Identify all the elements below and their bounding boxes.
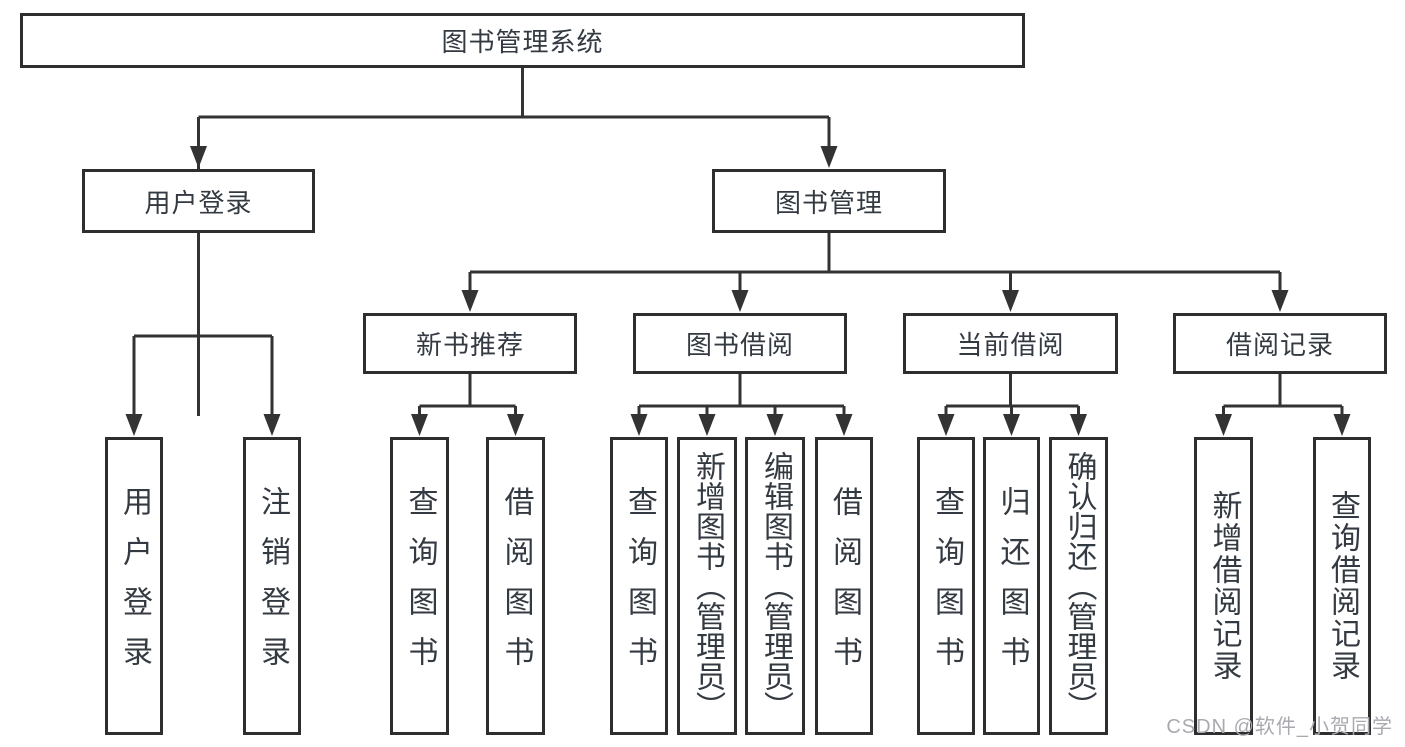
node-book-management: 图书管理 [712, 169, 946, 233]
leaf-borrow-borrow-books: 借阅图书 [815, 437, 873, 735]
node-book-management-label: 图书管理 [774, 187, 883, 218]
leaf-records-add-record: 新增借阅记录 [1194, 437, 1253, 735]
node-borrowing-records: 借阅记录 [1173, 313, 1387, 374]
leaf-logout-label: 注销登录 [256, 486, 289, 686]
leaf-records-query-record-label: 查询借阅记录 [1326, 490, 1359, 682]
node-root-label: 图书管理系统 [441, 27, 604, 57]
leaf-borrow-query-books-label: 查询图书 [623, 486, 656, 686]
node-user-login: 用户登录 [82, 169, 315, 233]
node-book-borrowing: 图书借阅 [633, 313, 847, 374]
leaf-borrow-add-books-admin: 新增图书（管理员） [677, 437, 737, 735]
leaf-current-return-books-label: 归还图书 [995, 486, 1029, 686]
leaf-borrow-edit-books-admin-label: 编辑图书（管理员） [759, 451, 792, 721]
leaf-records-add-record-label: 新增借阅记录 [1207, 490, 1241, 682]
leaf-borrow-edit-books-admin: 编辑图书（管理员） [745, 437, 805, 735]
node-current-borrowing-label: 当前借阅 [956, 330, 1065, 360]
leaf-newbook-borrow-books: 借阅图书 [486, 437, 545, 735]
leaf-current-confirm-return-admin-label: 确认归还（管理员） [1062, 451, 1096, 721]
leaf-user-login-label: 用户登录 [118, 486, 151, 686]
leaf-current-confirm-return-admin: 确认归还（管理员） [1049, 437, 1108, 735]
leaf-current-query-books-label: 查询图书 [930, 486, 963, 686]
leaf-user-login: 用户登录 [105, 437, 163, 735]
node-user-login-label: 用户登录 [144, 187, 253, 218]
watermark: CSDN @软件_小贺同学 [1166, 716, 1393, 738]
node-new-book-recommend: 新书推荐 [363, 313, 577, 374]
node-borrowing-records-label: 借阅记录 [1225, 330, 1334, 360]
leaf-borrow-borrow-books-label: 借阅图书 [828, 486, 861, 686]
node-current-borrowing: 当前借阅 [903, 313, 1118, 374]
node-book-borrowing-label: 图书借阅 [685, 330, 794, 360]
leaf-records-query-record: 查询借阅记录 [1313, 437, 1371, 735]
leaf-newbook-borrow-books-label: 借阅图书 [499, 486, 533, 686]
leaf-logout: 注销登录 [243, 437, 301, 735]
arrowheads [125, 146, 1351, 436]
leaf-borrow-add-books-admin-label: 新增图书（管理员） [691, 451, 724, 721]
leaf-newbook-query-books-label: 查询图书 [403, 486, 437, 686]
leaf-borrow-query-books: 查询图书 [610, 437, 668, 735]
leaf-newbook-query-books: 查询图书 [390, 437, 449, 735]
leaf-current-return-books: 归还图书 [983, 437, 1040, 735]
leaf-current-query-books: 查询图书 [917, 437, 975, 735]
node-new-book-recommend-label: 新书推荐 [415, 330, 524, 360]
node-root: 图书管理系统 [20, 13, 1025, 68]
